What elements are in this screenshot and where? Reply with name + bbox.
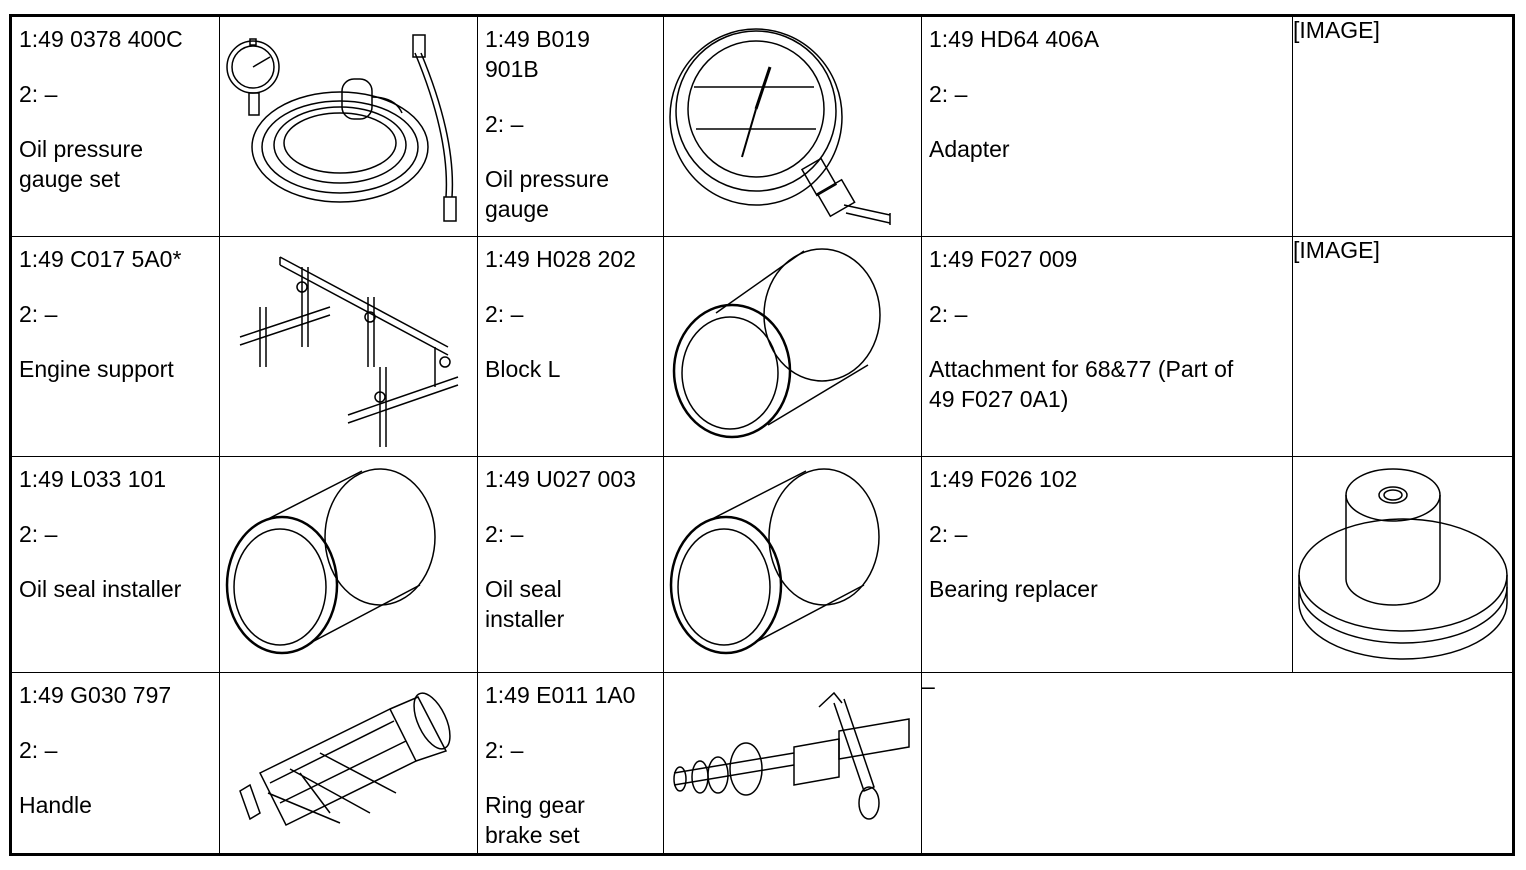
tool-number: 1:49 G030 797 xyxy=(19,682,172,708)
tool-info-cell: 1:49 C017 5A0* 2: – Engine support xyxy=(10,236,220,457)
tool-image-cell xyxy=(219,15,478,237)
empty-cell: – xyxy=(921,672,1514,855)
tool-name: Adapter xyxy=(929,136,1010,162)
tool-name: Oil seal installer xyxy=(19,576,182,602)
tool-name-line2: installer xyxy=(485,606,565,632)
tool-image-cell xyxy=(663,236,922,457)
tool-name-line2: gauge set xyxy=(19,166,121,192)
tool-info-cell: 1:49 G030 797 2: – Handle xyxy=(10,672,220,855)
tool-number: 1:49 F027 009 xyxy=(929,246,1078,272)
tool-name-line2: gauge xyxy=(485,196,549,222)
tool-name: Engine support xyxy=(19,356,174,382)
handle-icon xyxy=(220,673,478,855)
tool-part: 2: – xyxy=(929,301,968,327)
oil-pressure-gauge-set-icon xyxy=(220,17,478,237)
oil-pressure-gauge-icon xyxy=(664,17,922,237)
tool-info-cell: 1:49 L033 101 2: – Oil seal installer xyxy=(10,456,220,673)
tool-name: Bearing replacer xyxy=(929,576,1098,602)
tool-image-cell xyxy=(219,236,478,457)
tool-image-cell xyxy=(663,456,922,673)
tool-name-line2: 49 F027 0A1) xyxy=(929,386,1069,412)
tool-name: Block L xyxy=(485,356,561,382)
table-row: 1:49 0378 400C 2: – Oil pressure gauge s… xyxy=(10,15,1514,237)
tool-image-cell xyxy=(1292,456,1514,673)
tool-number: 1:49 U027 003 xyxy=(485,466,636,492)
tool-name: Ring gear xyxy=(485,792,585,818)
tool-part: 2: – xyxy=(929,81,968,107)
table-row: 1:49 L033 101 2: – Oil seal installer 1:… xyxy=(10,456,1514,673)
tool-number: 1:49 HD64 406A xyxy=(929,26,1100,52)
tool-number: 1:49 C017 5A0* xyxy=(19,246,182,272)
tool-name: Oil pressure xyxy=(19,136,143,162)
tool-info-cell: 1:49 HD64 406A 2: – Adapter xyxy=(921,15,1293,237)
tool-name: Handle xyxy=(19,792,92,818)
tool-info-cell: 1:49 F027 009 2: – Attachment for 68&77 … xyxy=(921,236,1293,457)
table-row: 1:49 C017 5A0* 2: – Engine support 1:49 … xyxy=(10,236,1514,457)
tool-number: 1:49 E011 1A0 xyxy=(485,682,636,708)
tool-table: 1:49 0378 400C 2: – Oil pressure gauge s… xyxy=(9,14,1515,856)
tool-name: Oil seal xyxy=(485,576,562,602)
tool-part: 2: – xyxy=(485,111,524,137)
image-placeholder: [IMAGE] xyxy=(1292,236,1514,457)
tool-name: Attachment for 68&77 (Part of xyxy=(929,356,1234,382)
tool-name-line2: brake set xyxy=(485,822,580,848)
bearing-replacer-icon xyxy=(1293,457,1514,673)
oil-seal-installer-cylinder-icon xyxy=(220,457,478,673)
image-placeholder: [IMAGE] xyxy=(1292,15,1514,237)
tool-info-cell: 1:49 U027 003 2: – Oil seal installer xyxy=(477,456,664,673)
ring-gear-brake-set-icon xyxy=(664,673,922,855)
tool-part: 2: – xyxy=(485,737,524,763)
tool-number: 1:49 F026 102 xyxy=(929,466,1078,492)
tool-image-cell xyxy=(219,672,478,855)
tool-part: 2: – xyxy=(929,521,968,547)
tool-part: 2: – xyxy=(485,301,524,327)
tool-name: Oil pressure xyxy=(485,166,609,192)
tool-part: 2: – xyxy=(19,737,58,763)
tool-info-cell: 1:49 H028 202 2: – Block L xyxy=(477,236,664,457)
tool-image-cell xyxy=(663,15,922,237)
tool-number: 1:49 H028 202 xyxy=(485,246,636,272)
engine-support-icon xyxy=(220,237,478,457)
tool-image-cell xyxy=(663,672,922,855)
tool-part: 2: – xyxy=(19,81,58,107)
tool-image-cell xyxy=(219,456,478,673)
tool-part: 2: – xyxy=(485,521,524,547)
tool-info-cell: 1:49 0378 400C 2: – Oil pressure gauge s… xyxy=(10,15,220,237)
tool-info-cell: 1:49 F026 102 2: – Bearing replacer xyxy=(921,456,1293,673)
tool-info-cell: 1:49 B019 901B 2: – Oil pressure gauge xyxy=(477,15,664,237)
tool-number: 1:49 0378 400C xyxy=(19,26,183,52)
table-row: 1:49 G030 797 2: – Handle 1:49 E011 1A0 … xyxy=(10,672,1514,855)
oil-seal-installer-cylinder-icon xyxy=(664,457,922,673)
tool-number-line2: 901B xyxy=(485,56,539,82)
tool-part: 2: – xyxy=(19,521,58,547)
tool-number: 1:49 B019 xyxy=(485,26,590,52)
tool-info-cell: 1:49 E011 1A0 2: – Ring gear brake set xyxy=(477,672,664,855)
tool-number: 1:49 L033 101 xyxy=(19,466,167,492)
block-l-cylinder-icon xyxy=(664,237,922,457)
tool-part: 2: – xyxy=(19,301,58,327)
